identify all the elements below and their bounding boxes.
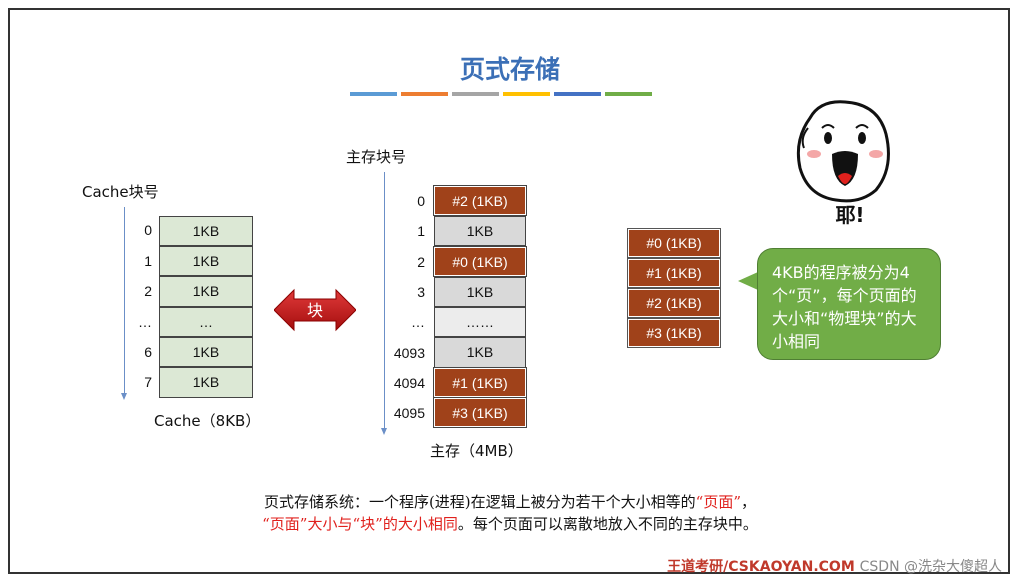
- speech-bubble: 4KB的程序被分为4个“页”，每个页面的大小和“物理块”的大小相同: [757, 248, 941, 360]
- description-highlight: “页面”大小与“块”的大小相同: [262, 515, 458, 533]
- cache-header: Cache块号: [82, 183, 159, 201]
- memory-header: 主存块号: [346, 148, 407, 166]
- memory-block: #0 (1KB): [433, 246, 527, 277]
- cache-block: 1KB: [159, 367, 253, 398]
- memory-block: ……: [434, 307, 526, 337]
- memory-index: 1: [417, 223, 425, 239]
- memory-block: #2 (1KB): [433, 185, 527, 216]
- speech-bubble-tail: [738, 272, 758, 290]
- cache-block: 1KB: [159, 276, 253, 307]
- memory-index: 4093: [393, 345, 425, 361]
- cartoon-face-icon: 耶!: [796, 100, 890, 227]
- cache-index: …: [138, 314, 152, 330]
- memory-index: …: [411, 314, 425, 330]
- memory-block: #3 (1KB): [433, 397, 527, 428]
- memory-block: #1 (1KB): [433, 367, 527, 398]
- page-title: 页式存储: [459, 55, 560, 84]
- program-page: #2 (1KB): [627, 288, 721, 318]
- cache-index: 2: [144, 283, 152, 299]
- cache-block: 1KB: [159, 246, 253, 276]
- program-page: #1 (1KB): [627, 258, 721, 288]
- arrow-label: 块: [307, 301, 323, 320]
- face-text: 耶!: [835, 203, 864, 227]
- memory-index: 4094: [393, 375, 425, 391]
- description-text: 页式存储系统：一个程序(进程)在逻辑上被分为若干个大小相等的: [263, 493, 696, 511]
- memory-block: 1KB: [434, 216, 526, 246]
- underline-seg-1: [350, 92, 397, 96]
- memory-index: 3: [417, 284, 425, 300]
- program-page: #0 (1KB): [627, 228, 721, 258]
- memory-caption: 主存（4MB）: [430, 442, 523, 460]
- block-double-arrow-icon: 块: [274, 288, 356, 332]
- description-text: 。每个页面可以离散地放入不同的主存块中。: [457, 515, 758, 533]
- underline-seg-5: [554, 92, 601, 96]
- cache-index: 1: [144, 253, 152, 269]
- program-page: #3 (1KB): [627, 318, 721, 348]
- memory-index: 0: [417, 193, 425, 209]
- underline-seg-2: [401, 92, 448, 96]
- cache-block: …: [159, 307, 253, 337]
- credit-text: CSDN @洗杂大傻超人: [859, 559, 1002, 575]
- memory-axis-line: [384, 172, 385, 428]
- cache-caption: Cache（8KB）: [154, 412, 261, 430]
- cache-block: 1KB: [159, 216, 253, 246]
- memory-block: 1KB: [434, 337, 526, 368]
- memory-index: 4095: [393, 405, 425, 421]
- cache-index: 0: [144, 222, 152, 238]
- cache-block: 1KB: [159, 337, 253, 367]
- description-line-1: 页式存储系统：一个程序(进程)在逻辑上被分为若干个大小相等的“页面”，: [0, 491, 1020, 512]
- brand-text: 王道考研/CSKAOYAN.COM: [667, 559, 855, 575]
- cache-axis-arrowhead: [121, 393, 127, 400]
- memory-axis-arrowhead: [381, 428, 387, 435]
- description-highlight: “页面”: [695, 493, 742, 511]
- underline-seg-3: [452, 92, 499, 96]
- underline-seg-4: [503, 92, 550, 96]
- underline-seg-6: [605, 92, 652, 96]
- description-text: ，: [741, 493, 757, 511]
- footer-brand: 王道考研/CSKAOYAN.COM CSDN @洗杂大傻超人: [667, 556, 1002, 576]
- cache-index: 7: [144, 374, 152, 390]
- title-underline: [350, 92, 652, 96]
- cache-index: 6: [144, 344, 152, 360]
- memory-block: 1KB: [434, 277, 526, 307]
- description-line-2: “页面”大小与“块”的大小相同。每个页面可以离散地放入不同的主存块中。: [0, 513, 1020, 534]
- memory-index: 2: [417, 254, 425, 270]
- cache-axis-line: [124, 207, 125, 393]
